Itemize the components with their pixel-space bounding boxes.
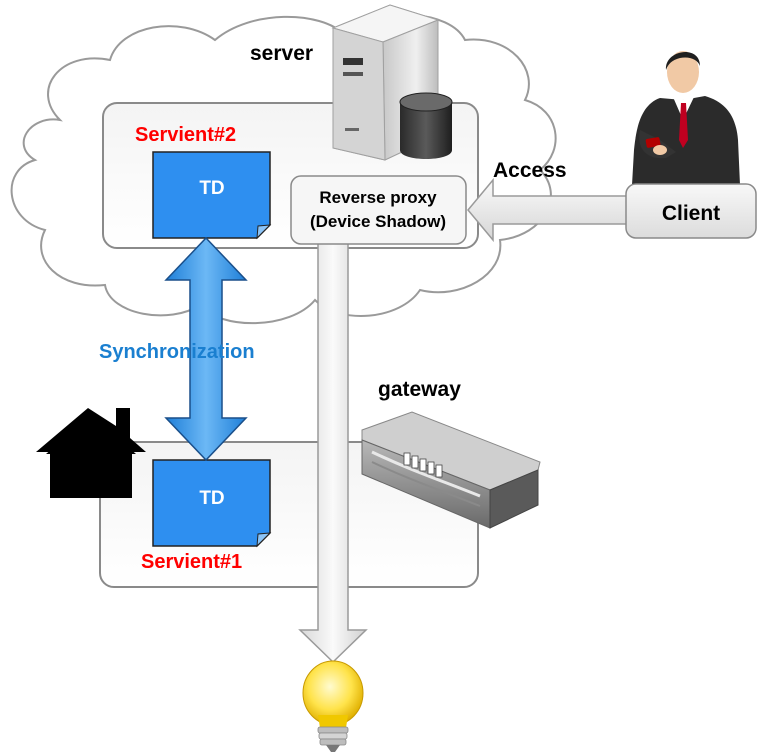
client-box: Client — [625, 183, 757, 239]
server-label: server — [250, 42, 313, 65]
access-label: Access — [493, 159, 567, 182]
reverse-proxy-box: Reverse proxy (Device Shadow) — [290, 175, 467, 245]
house-icon — [36, 408, 146, 498]
td-bottom-label: TD — [199, 488, 224, 509]
control-arrow — [298, 239, 368, 664]
sync-double-arrow — [164, 236, 248, 462]
servient1-label: Servient#1 — [141, 551, 242, 573]
servient2-label: Servient#2 — [135, 124, 236, 146]
td-top-label: TD — [199, 178, 224, 199]
server-tower-icon — [331, 4, 440, 161]
access-arrow — [467, 177, 629, 243]
reverse-proxy-label: Reverse proxy — [319, 188, 437, 207]
light-bulb-icon — [302, 660, 364, 752]
synchronization-label: Synchronization — [99, 341, 255, 363]
td-document-bottom: TD — [152, 459, 272, 548]
network-gateway-icon — [361, 411, 541, 529]
device-shadow-label: (Device Shadow) — [310, 212, 446, 231]
gateway-label: gateway — [378, 378, 461, 401]
database-cylinder-icon — [399, 92, 453, 159]
businessman-icon — [632, 51, 740, 185]
td-document-top: TD — [152, 151, 272, 240]
client-label: Client — [662, 202, 720, 225]
